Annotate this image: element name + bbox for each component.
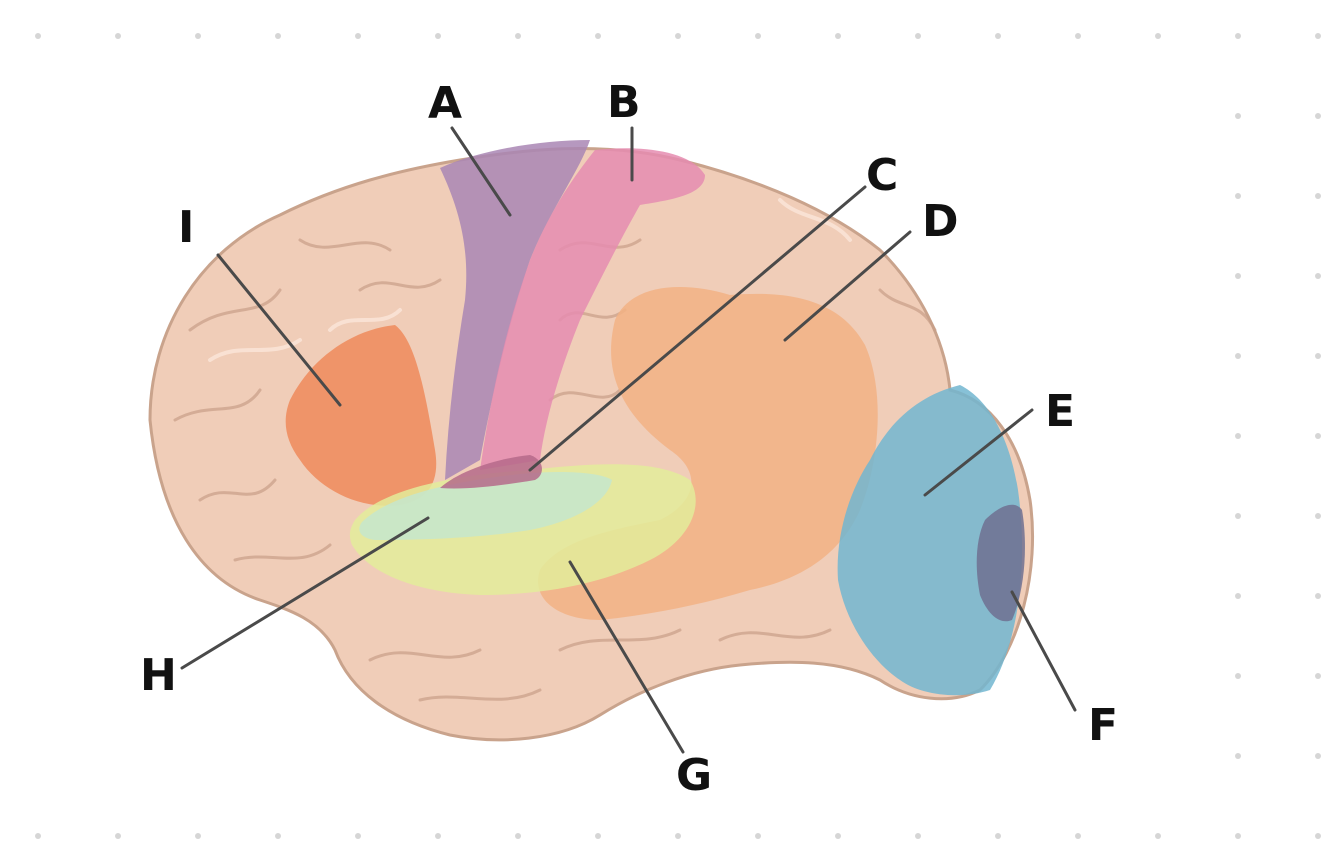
label-G: G bbox=[676, 750, 712, 801]
label-A: A bbox=[428, 78, 462, 129]
label-E: E bbox=[1045, 386, 1075, 437]
label-H: H bbox=[140, 650, 177, 701]
label-I: I bbox=[178, 202, 194, 253]
label-C: C bbox=[866, 150, 898, 201]
label-F: F bbox=[1088, 700, 1118, 751]
label-B: B bbox=[607, 77, 641, 128]
leader-line-F bbox=[1012, 592, 1075, 710]
label-D: D bbox=[922, 196, 959, 247]
